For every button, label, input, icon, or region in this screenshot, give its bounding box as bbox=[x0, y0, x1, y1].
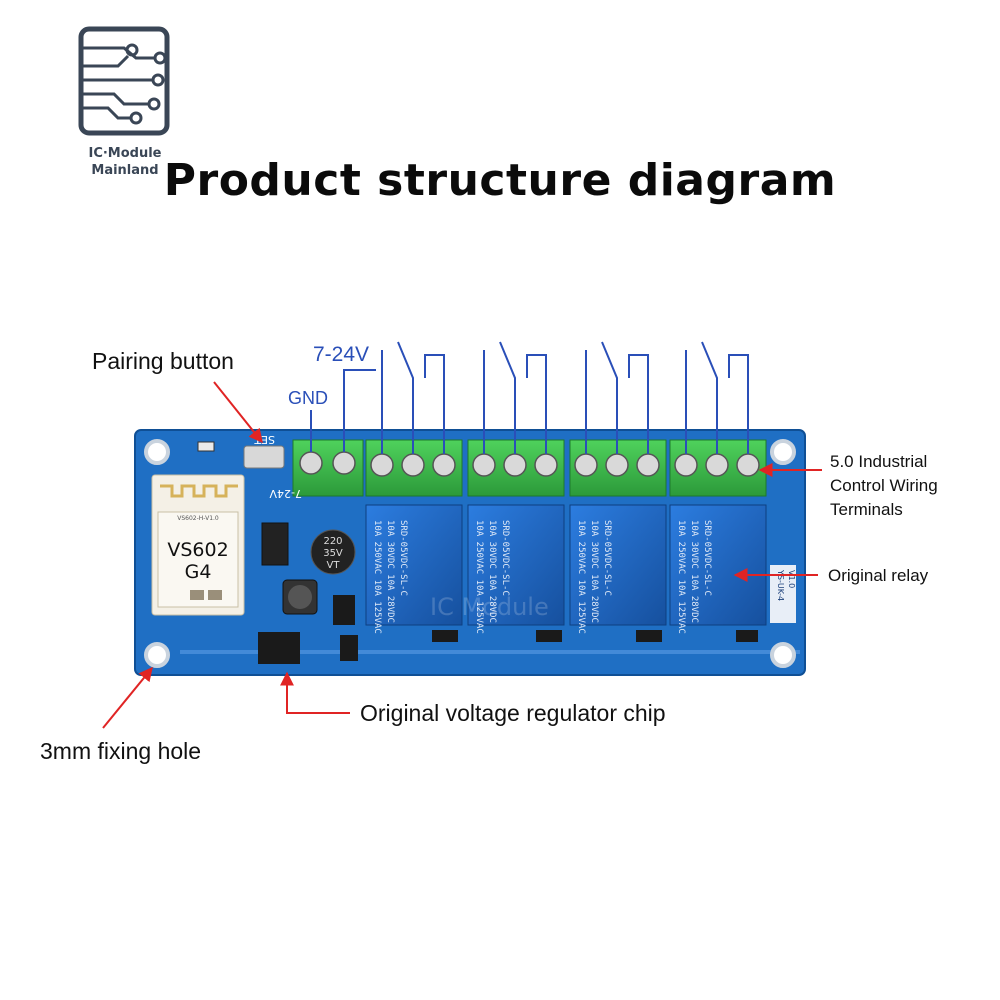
callout-terminals-line1: 5.0 Industrial bbox=[830, 452, 928, 471]
version-label-1: YS-UK-4 bbox=[776, 569, 785, 601]
callout-terminals-line3: Terminals bbox=[830, 500, 903, 519]
capacitor-icon bbox=[310, 529, 356, 575]
version-label-2: V1.0 bbox=[787, 570, 796, 588]
relay3-text-1: 10A 250VAC 10A 125VAC bbox=[576, 520, 586, 634]
arrow-regulator bbox=[280, 671, 350, 714]
module-label-2: G4 bbox=[185, 561, 212, 583]
brand-logo-icon bbox=[78, 26, 170, 136]
page-title: Product structure diagram bbox=[163, 155, 837, 206]
relay1-text-2: 10A 30VDC 10A 28VDC bbox=[385, 520, 395, 623]
callout-relay: Original relay bbox=[828, 566, 929, 585]
cap-label-1: 220 bbox=[323, 536, 342, 547]
wifi-module: VS602-H-V1.0 VS602 G4 bbox=[151, 474, 245, 616]
relay4-text-3: SRD-05VDC-SL-C bbox=[702, 520, 712, 596]
relay2-text-3: SRD-05VDC-SL-C bbox=[500, 520, 510, 596]
relay1-text-3: SRD-05VDC-SL-C bbox=[398, 520, 408, 596]
cap-label-3: VT bbox=[327, 560, 341, 571]
relay4-text-2: 10A 30VDC 10A 28VDC bbox=[689, 520, 699, 623]
mounting-hole-icon bbox=[144, 439, 796, 668]
watermark: IC Module bbox=[430, 593, 549, 621]
arrow-hole bbox=[102, 666, 153, 729]
callout-pairing-button: Pairing button bbox=[92, 348, 234, 374]
vin-label: 7-24V bbox=[313, 343, 370, 366]
callout-terminals: 5.0 Industrial Control Wiring Terminals bbox=[830, 450, 938, 522]
brand-line2: Mainland bbox=[91, 163, 159, 178]
relays bbox=[365, 504, 767, 626]
module-tiny-label: VS602-H-V1.0 bbox=[177, 515, 219, 522]
callout-terminals-line2: Control Wiring bbox=[830, 476, 938, 495]
pairing-button-icon bbox=[243, 445, 285, 469]
cap-label-2: 35V bbox=[323, 548, 343, 559]
relay3-text-2: 10A 30VDC 10A 28VDC bbox=[589, 520, 599, 623]
brand-line1: IC·Module bbox=[88, 146, 162, 161]
wiring-lines bbox=[310, 341, 749, 454]
module-label-1: VS602 bbox=[167, 539, 228, 561]
callout-fixing-hole: 3mm fixing hole bbox=[40, 738, 202, 764]
brand-name: IC·Module Mainland bbox=[70, 145, 180, 179]
callout-regulator: Original voltage regulator chip bbox=[360, 700, 666, 726]
relay2-text-2: 10A 30VDC 10A 28VDC bbox=[487, 520, 497, 623]
gnd-label: GND bbox=[288, 388, 328, 408]
relay4-text-1: 10A 250VAC 10A 125VAC bbox=[676, 520, 686, 634]
power-label: 7-24V bbox=[269, 487, 302, 500]
regulator-chip-icon bbox=[258, 632, 300, 664]
relay1-text-1: 10A 250VAC 10A 125VAC bbox=[372, 520, 382, 634]
arrow-pairing bbox=[213, 381, 263, 444]
relay2-text-1: 10A 250VAC 10A 125VAC bbox=[474, 520, 484, 634]
relay3-text-3: SRD-05VDC-SL-C bbox=[602, 520, 612, 596]
